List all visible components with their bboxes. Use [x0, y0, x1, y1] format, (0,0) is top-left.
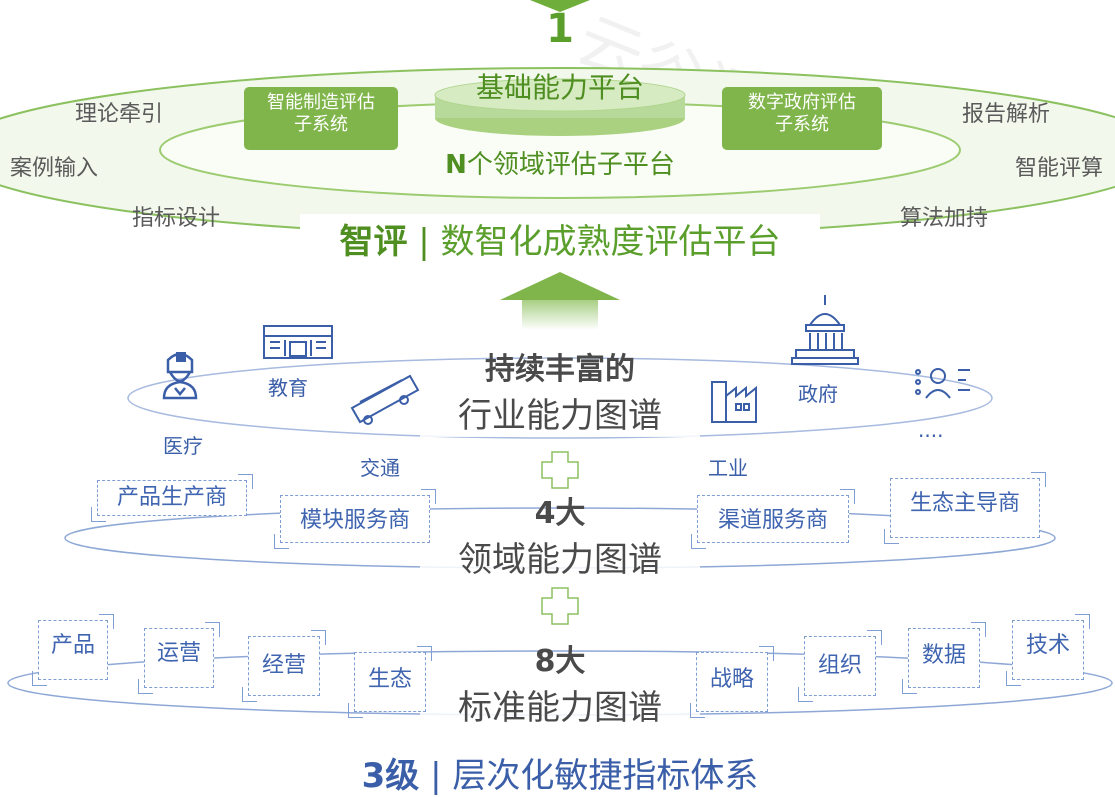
domain-product-maker: 产品生产商 — [91, 474, 253, 522]
top-count: 1 — [546, 6, 574, 52]
factory-icon — [711, 381, 757, 423]
standard-organization: 组织 — [798, 630, 882, 702]
domains-heading-bold: 4大 — [534, 496, 586, 531]
standard-ecology: 生态 — [348, 646, 432, 718]
domains-heading: 领域能力图谱 — [420, 532, 700, 581]
right-item-algorithm: 算法加持 — [900, 206, 989, 231]
industry-more: .... — [918, 418, 944, 442]
standard-business: 经营 — [242, 630, 326, 702]
left-subsystem-box: 智能制造评估 子系统 — [244, 87, 398, 150]
industry-education: 教育 — [268, 376, 308, 400]
platform-name: 数智化成熟度评估平台 — [440, 222, 781, 262]
footer-sep: | — [430, 756, 442, 796]
right-subsystem-line1: 数字政府评估 — [748, 92, 856, 113]
left-item-case: 案例输入 — [10, 156, 99, 181]
plus-icon — [541, 451, 579, 489]
standard-product: 产品 — [32, 614, 114, 686]
platform-brand: 智评 — [339, 222, 408, 262]
right-item-report: 报告解析 — [962, 102, 1051, 127]
top-arrow-tip — [530, 0, 590, 12]
industry-government: 政府 — [798, 382, 838, 406]
right-item-smart-calc: 智能评算 — [1015, 156, 1104, 181]
platform-title: 智评 | 数智化成熟度评估平台 — [300, 214, 820, 263]
capitol-icon — [791, 295, 859, 365]
school-building-icon — [263, 325, 333, 359]
domain-channel-service: 渠道服务商 — [691, 489, 855, 549]
left-item-theory: 理论牵引 — [75, 102, 164, 127]
right-subsystem-box: 数字政府评估 子系统 — [722, 87, 882, 150]
standard-strategy: 战略 — [690, 646, 774, 718]
industry-medical: 医疗 — [163, 434, 203, 458]
sub-platform-title: N个领域评估子平台 — [410, 144, 710, 181]
arrow-up-icon — [500, 272, 620, 330]
standard-technology: 技术 — [1006, 614, 1090, 686]
left-subsystem-line2: 子系统 — [294, 113, 348, 135]
left-subsystem-line1: 智能制造评估 — [267, 92, 375, 113]
plus-icon — [541, 587, 579, 625]
footer-text: 层次化敏捷指标体系 — [452, 756, 759, 796]
industry-heading: 行业能力图谱 — [420, 388, 700, 437]
domain-module-service: 模块服务商 — [274, 489, 436, 549]
standard-operation: 运营 — [138, 622, 220, 694]
nurse-icon — [162, 352, 198, 400]
sub-platform-n: N — [445, 150, 467, 180]
industry-heading-bold: 持续丰富的 — [485, 352, 635, 387]
platform-sep: | — [418, 222, 430, 262]
industry-industrial: 工业 — [708, 456, 748, 480]
domain-eco-leader: 生态主导商 — [884, 472, 1046, 544]
left-item-indicator: 指标设计 — [132, 206, 221, 231]
footer-title: 3级 | 层次化敏捷指标体系 — [280, 748, 840, 797]
sub-platform-text: 个领域评估子平台 — [466, 150, 675, 180]
base-disc-top — [434, 78, 686, 112]
standards-heading: 标准能力图谱 — [420, 680, 700, 729]
right-subsystem-line2: 子系统 — [775, 113, 829, 135]
people-list-icon — [915, 368, 970, 399]
industry-transport: 交通 — [360, 456, 400, 480]
footer-bold: 3级 — [361, 756, 420, 796]
base-platform-title: 基础能力平台 — [475, 71, 644, 104]
industry-ring — [127, 357, 993, 439]
bus-icon — [350, 374, 420, 425]
standard-data: 数据 — [902, 622, 986, 694]
standards-heading-bold: 8大 — [534, 644, 586, 679]
